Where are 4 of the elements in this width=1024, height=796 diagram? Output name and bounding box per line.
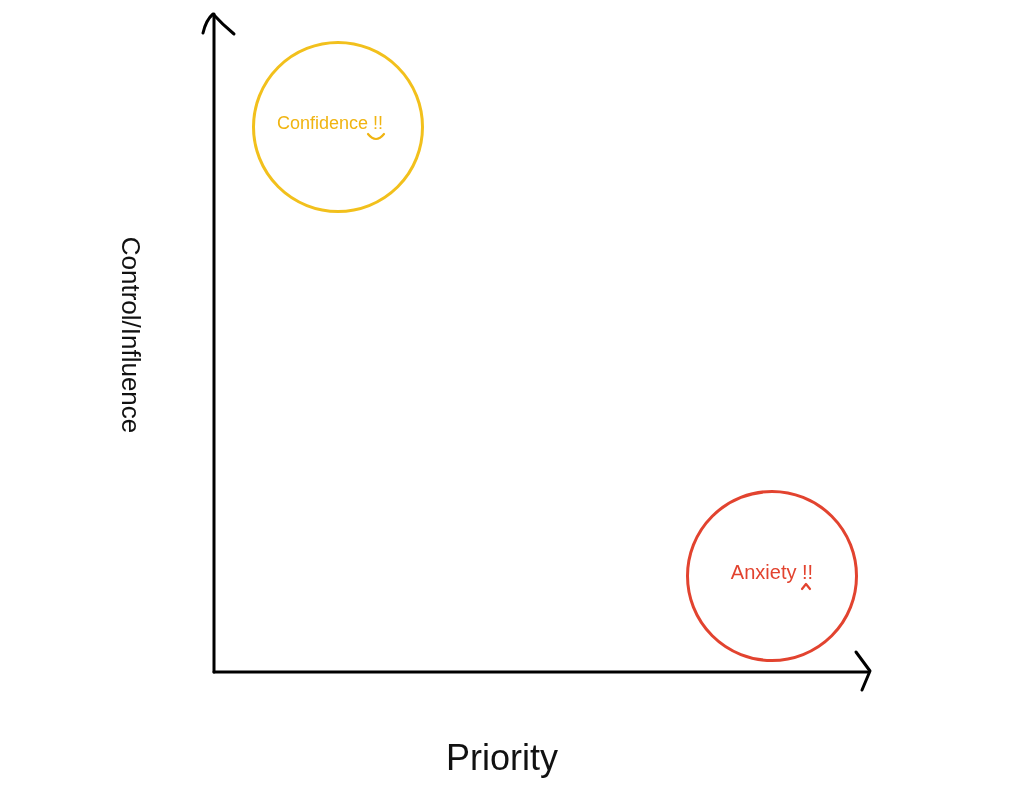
node-label: Confidence !! bbox=[276, 114, 384, 132]
axis-label: Priority bbox=[446, 738, 558, 778]
node-label: Anxiety !! bbox=[730, 562, 814, 582]
axis-label: Control/Influence bbox=[116, 236, 146, 434]
